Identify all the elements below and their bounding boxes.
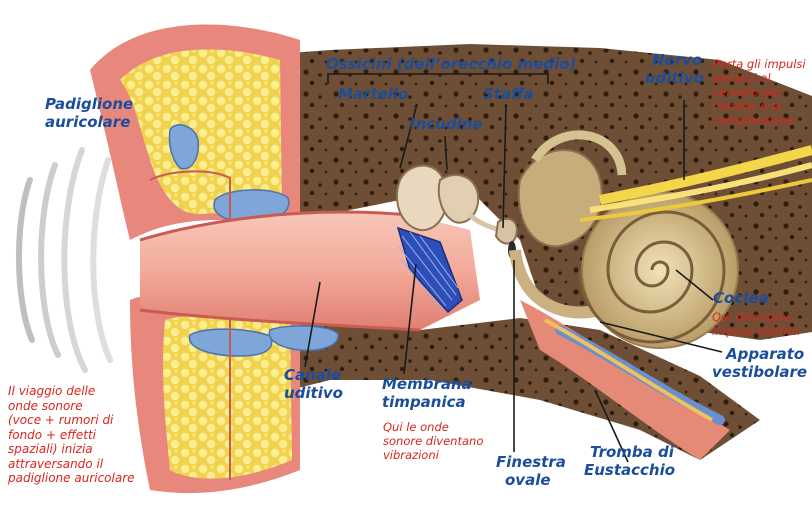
cochlea-label: Coclea <box>713 290 769 307</box>
sound-journey-note-line: Il viaggio delle <box>8 384 135 399</box>
sound-journey-note-line: (voce + rumori di <box>8 413 135 428</box>
nerve-label-line1: Nervo <box>652 52 702 69</box>
stapes-label: Staffa <box>483 86 534 103</box>
tympanic-note: Qui le onde sonore diventano vibrazioni <box>383 420 483 462</box>
oval-window-label-line2: ovale <box>505 472 551 489</box>
nerve-note-line: comprensione <box>713 113 806 127</box>
ossicles-label: Ossicini (dell’orecchio medio) <box>326 56 576 73</box>
eustachian-label-line2: Eustacchio <box>584 462 675 479</box>
cochlea-note-line: impulsi elettrici <box>712 324 801 338</box>
sound-journey-note-line: attraversando il <box>8 457 135 472</box>
nerve-note-line: Porta gli impulsi <box>713 57 806 71</box>
sound-journey-note-line: onde sonore <box>8 399 135 414</box>
tympanic-label-line2: timpanica <box>382 394 466 411</box>
eustachian-label-line1: Tromba di <box>590 444 674 461</box>
sound-journey-note-line: fondo + effetti <box>8 428 135 443</box>
nerve-label-line2: uditivo <box>645 70 704 87</box>
sound-journey-note-line: padiglione auricolare <box>8 471 135 486</box>
incus-label: Incudine <box>410 116 483 133</box>
malleus-label: Martello <box>338 86 408 103</box>
tympanic-note-line: sonore diventano <box>383 434 483 448</box>
sound-waves <box>19 150 110 370</box>
pinna-label-line1: Padiglione <box>45 96 133 113</box>
tympanic-note-line: vibrazioni <box>383 448 483 462</box>
nerve-note-line: cervello per <box>713 85 806 99</box>
tympanic-label-line1: Membrana <box>382 376 472 393</box>
nerve-note: Porta gli impulsi elettrici al cervello … <box>713 57 806 127</box>
vestibular-label-line1: Apparato <box>726 346 804 363</box>
ear-canal-label-line1: Canale <box>284 367 341 384</box>
pinna-label-line2: auricolare <box>45 114 130 131</box>
tympanic-note-line: Qui le onde <box>383 420 483 434</box>
sound-journey-note-line: spaziali) inizia <box>8 442 135 457</box>
vestibular-label-line2: vestibolare <box>712 364 807 381</box>
cochlea-note-line: Qui diventano <box>712 310 801 324</box>
cochlea-note: Qui diventano impulsi elettrici <box>712 310 801 338</box>
ear-canal-label-line2: uditivo <box>284 385 343 402</box>
nerve-note-line: elettrici al <box>713 71 806 85</box>
sound-journey-note: Il viaggio delle onde sonore (voce + rum… <box>8 384 135 486</box>
oval-window-label-line1: Finestra <box>496 454 566 471</box>
nerve-note-line: l’analisi e la <box>713 99 806 113</box>
